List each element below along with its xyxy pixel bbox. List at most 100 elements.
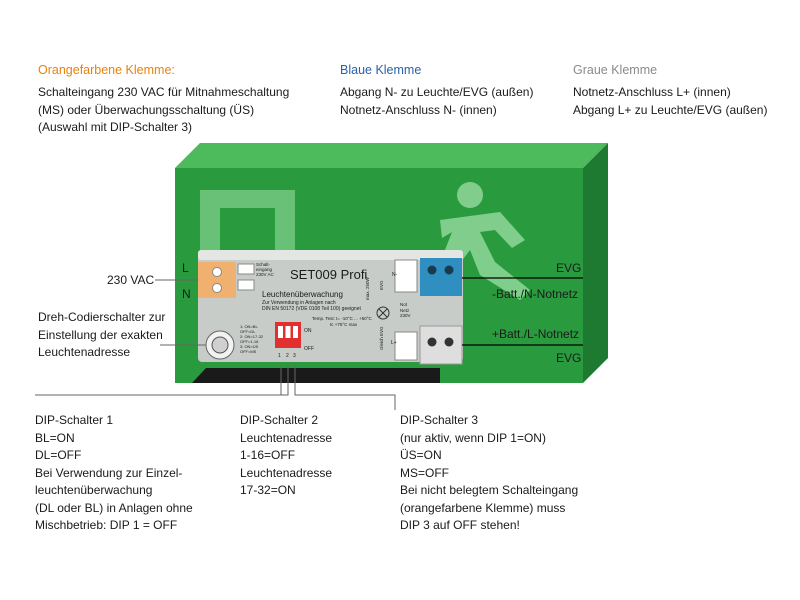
housing-shadow xyxy=(192,368,440,383)
evg-bottom-label: EVG xyxy=(556,351,582,365)
housing-side xyxy=(583,143,608,383)
dip-switch-1 xyxy=(278,326,283,338)
dip3-description: DIP-Schalter 3 (nur aktiv, wenn DIP 1=ON… xyxy=(400,412,578,535)
dip2-line: DIP-Schalter 2 xyxy=(240,413,319,427)
dip3-line: DIP 3 auf OFF stehen! xyxy=(400,518,520,532)
dip3-line: (orangefarbene Klemme) muss xyxy=(400,500,566,515)
dip-number: 2 xyxy=(286,353,289,359)
dip1-description: DIP-Schalter 1 BL=ON DL=OFF Bei Verwendu… xyxy=(35,412,193,535)
orange-line: Schalteingang 230 VAC für Mitnahmeschalt… xyxy=(38,85,290,99)
blue-terminal xyxy=(420,258,462,296)
terminal-screw xyxy=(212,267,222,277)
terminal-screw xyxy=(427,337,437,347)
dip3-line: Bei nicht belegtem Schalteingang xyxy=(400,483,579,497)
coder-label: Dreh-Codierschalter zur Einstellung der … xyxy=(38,309,165,362)
dip2-line: Leuchtenadresse xyxy=(240,465,333,480)
terminal-screw xyxy=(212,283,222,293)
terminal-screw xyxy=(444,337,454,347)
rotary-coder-knob xyxy=(211,336,229,354)
blue-terminal-title: Blaue Klemme xyxy=(340,63,422,77)
dip1-line: (DL oder BL) in Anlagen ohne xyxy=(35,500,193,515)
schalt-line: Schalt- xyxy=(256,262,271,267)
module-subtitle: Leuchtenüberwachung xyxy=(262,290,343,299)
dip-legend-line: OFF=1-16 xyxy=(240,339,259,344)
dip-legend: 1: ON=BL OFF=DL 2: ON=17-32 OFF=1-16 3: … xyxy=(240,324,263,354)
module-title: SET009 Profi xyxy=(290,267,368,282)
not-line: Not xyxy=(400,302,408,307)
grey-line: Notnetz-Anschluss L+ (innen) xyxy=(573,85,731,99)
dip-on-label: ON xyxy=(304,328,312,334)
blue-line: Abgang N- zu Leuchte/EVG (außen) xyxy=(340,85,534,99)
leader-dip3 xyxy=(294,365,396,410)
arrow-box xyxy=(237,263,255,275)
dip2-line: 17-32=ON xyxy=(240,483,296,497)
orange-terminal-title: Orangefarbene Klemme: xyxy=(38,63,175,77)
batt-l-label: +Batt./L-Notnetz xyxy=(492,327,580,341)
dip-legend-line: 2: ON=17-32 xyxy=(240,334,264,339)
grey-terminal-title: Graue Klemme xyxy=(573,63,658,77)
module-L-label: L xyxy=(182,261,189,275)
l-plus-label: L+ xyxy=(391,340,397,346)
dip-switch-3 xyxy=(293,326,298,338)
lamp-cross xyxy=(378,308,388,318)
not-label: Not Netz 230V xyxy=(400,302,411,319)
evg-top-label: EVG xyxy=(556,261,582,275)
leader-dip2 xyxy=(240,365,289,396)
dip2-line: Leuchtenadresse xyxy=(240,430,333,445)
dip2-description: DIP-Schalter 2 Leuchtenadresse 1-16=OFF … xyxy=(240,412,332,500)
module-small-text: Zur Verwendung in Anlagen nach xyxy=(262,300,336,306)
vac-label: 230 VAC xyxy=(107,273,155,287)
terminal-box xyxy=(394,331,418,361)
module-temp-text: tc +75°C max xyxy=(330,322,358,327)
dip-off-label: OFF xyxy=(304,346,314,352)
dip1-line: BL=ON xyxy=(35,430,75,445)
dip-switch-2 xyxy=(285,326,291,338)
dip-number: 3 xyxy=(293,353,296,359)
dip-legend-line: 1: ON=BL xyxy=(240,324,258,329)
dip3-line: ÜS=ON xyxy=(400,448,442,462)
side-gleich-label: Gleich EVG xyxy=(379,326,384,350)
coder-line: Dreh-Codierschalter zur xyxy=(38,310,166,324)
dip-legend-line: OFF=DL xyxy=(240,329,256,334)
dip3-line: DIP-Schalter 3 xyxy=(400,413,479,427)
batt-n-label: -Batt./N-Notnetz xyxy=(492,287,579,301)
max-label: max. 250W xyxy=(365,277,370,300)
side-evg-label: EVG xyxy=(379,280,384,290)
dip-legend-line: 3: ON=ÜS xyxy=(240,344,259,349)
schalt-line: 230V AC xyxy=(256,272,274,277)
module-temp-text: Temp. Test: t= -10°C ... +50°C xyxy=(312,316,372,321)
module-schalt-label: Schalt- eingang 230V AC xyxy=(256,262,274,277)
dip1-line: Bei Verwendung zur Einzel- xyxy=(35,465,183,480)
dip3-line: (nur aktiv, wenn DIP 1=ON) xyxy=(400,430,546,445)
grey-line: Abgang L+ zu Leuchte/EVG (außen) xyxy=(573,102,768,117)
grey-terminal-description: Notnetz-Anschluss L+ (innen) Abgang L+ z… xyxy=(573,84,767,119)
blue-line: Notnetz-Anschluss N- (innen) xyxy=(340,102,497,117)
coder-line: Einstellung der exakten xyxy=(38,327,163,342)
terminal-box xyxy=(394,259,418,293)
dip1-line: leuchtenüberwachung xyxy=(35,483,153,497)
n-minus-label: N- xyxy=(392,272,398,278)
coder-line: Leuchtenadresse xyxy=(38,345,131,359)
orange-terminal-description: Schalteingang 230 VAC für Mitnahmeschalt… xyxy=(38,84,289,137)
dip1-line: Mischbetrieb: DIP 1 = OFF xyxy=(35,518,178,532)
module-N-label: N xyxy=(182,287,191,301)
dip3-line: MS=OFF xyxy=(400,465,450,480)
module-top-edge xyxy=(198,250,463,260)
not-line: Netz xyxy=(400,307,410,313)
grey-terminal xyxy=(419,325,463,365)
blue-terminal-description: Abgang N- zu Leuchte/EVG (außen) Notnetz… xyxy=(340,84,533,119)
dip1-line: DL=OFF xyxy=(35,448,82,462)
dip-legend-line: OFF=MS xyxy=(240,349,257,354)
dip-number: 1 xyxy=(278,353,281,359)
arrow-box xyxy=(237,279,255,291)
housing-top xyxy=(175,143,608,168)
orange-line: (Auswahl mit DIP-Schalter 3) xyxy=(38,120,193,134)
terminal-screw xyxy=(444,265,454,275)
orange-line: (MS) oder Überwachungsschaltung (ÜS) xyxy=(38,102,255,117)
not-line: 230V xyxy=(400,313,411,318)
dip2-line: 1-16=OFF xyxy=(240,448,296,462)
terminal-screw xyxy=(427,265,437,275)
schalt-line: eingang xyxy=(256,267,273,272)
lamp-symbol-icon xyxy=(376,306,390,320)
